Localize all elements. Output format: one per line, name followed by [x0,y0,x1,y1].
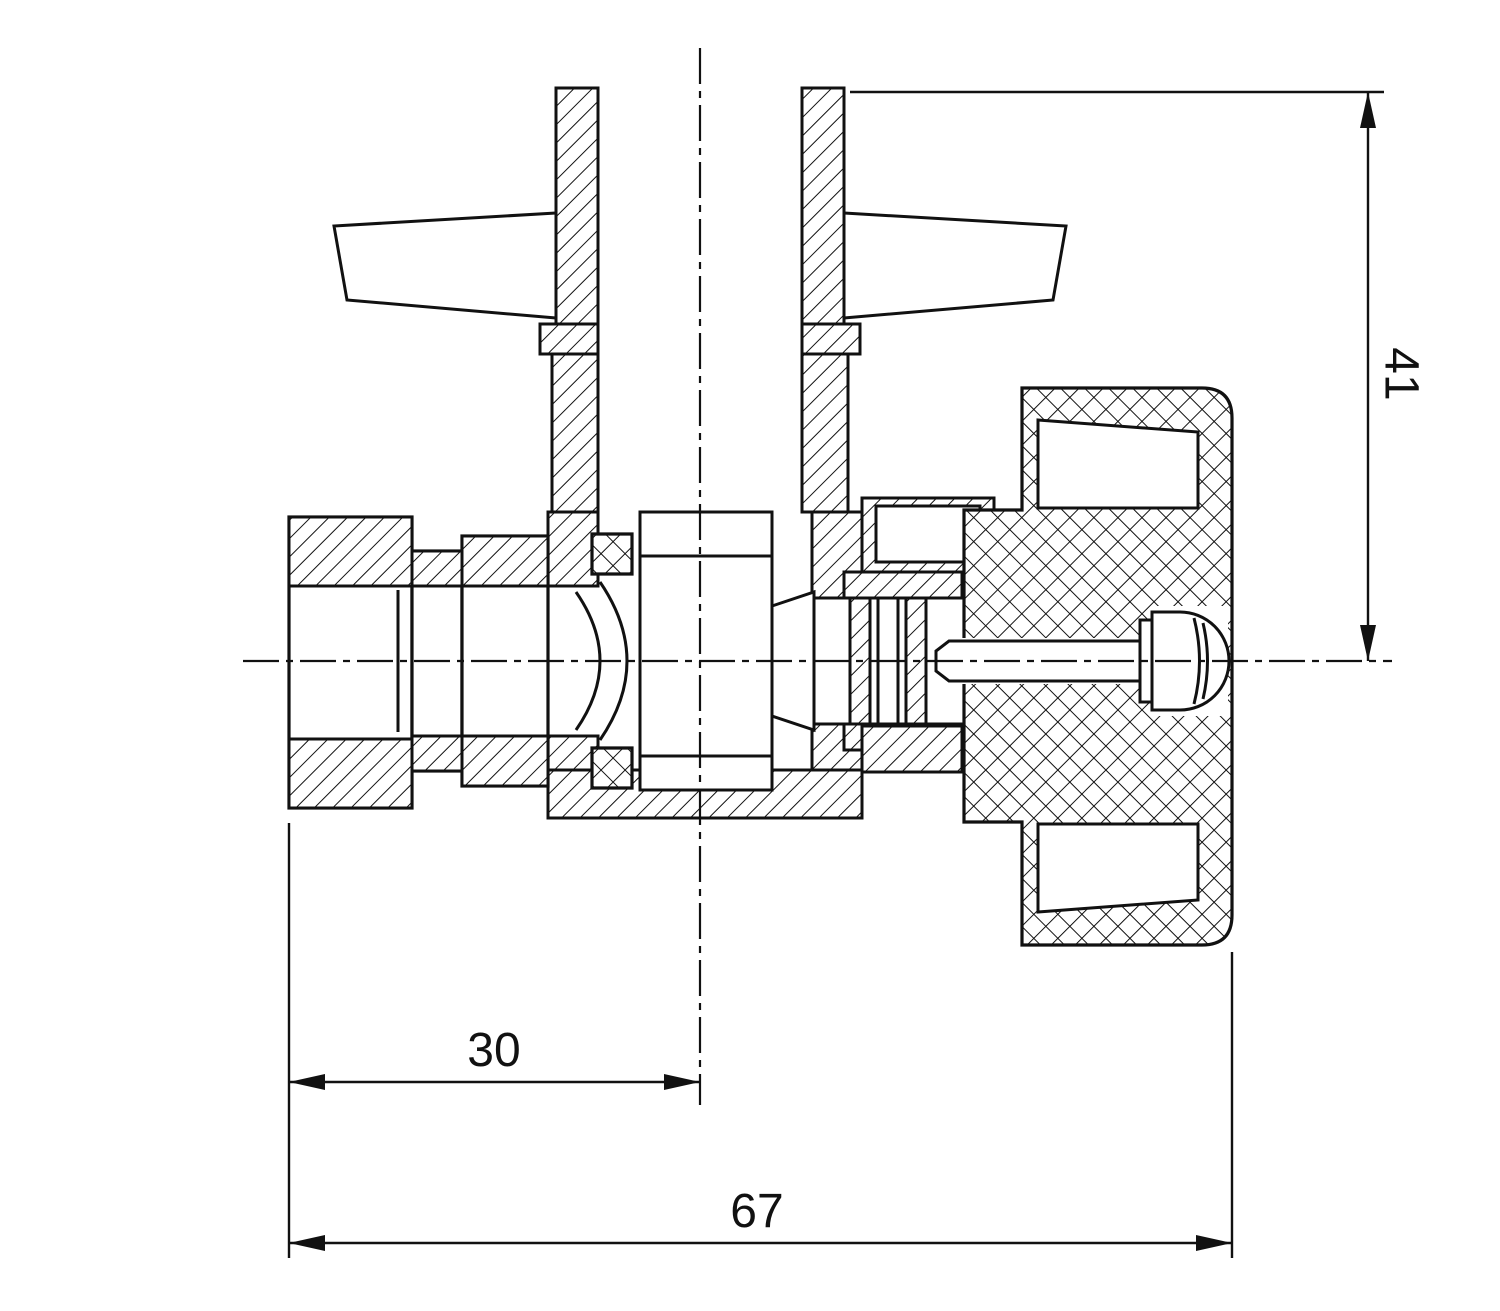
dim41-arrow-bottom [1360,625,1376,661]
dim67-label: 67 [730,1185,783,1238]
packing-seals [848,596,928,726]
dim30-arrow-right [664,1074,700,1090]
right-wing [842,211,1068,320]
dim30-arrow-left [289,1074,325,1090]
seat-curve-inner [598,581,629,741]
knob-bottom-recess [1036,822,1200,914]
dim41-arrow-top [1360,92,1376,128]
dim30-label: 30 [467,1024,520,1077]
knob-top-recess [1036,418,1200,510]
dim67-arrow-right [1196,1235,1232,1251]
bonnet-lower-block [860,724,964,774]
dim41-label: 41 [1374,347,1427,400]
seat-seals [590,532,634,790]
top-pipe [538,86,862,514]
dim67-arrow-left [289,1235,325,1251]
valve-disc [638,510,774,792]
dimension-41: 41 [850,90,1427,661]
handle-wings [332,211,1068,320]
dimension-30: 30 [287,823,700,1258]
dimension-67: 67 [289,952,1234,1258]
inlet-collar-walls [460,534,550,788]
disc-edge-lines [640,554,772,758]
left-wing [332,211,558,320]
inlet-connector [287,515,550,810]
centerlines [243,48,1392,1105]
stem-cone [770,589,816,733]
valve-internals [574,510,816,792]
